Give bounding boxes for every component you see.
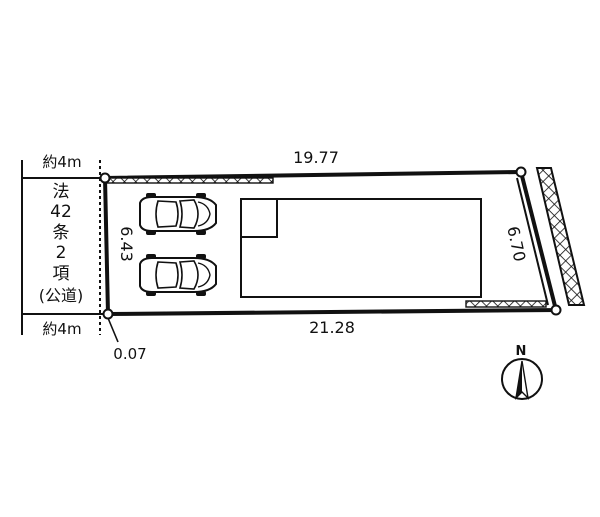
compass-north-label: N [516,344,527,359]
road-width-bottom: 約4m [42,320,81,338]
road-area [21,160,108,335]
lot-inner-right-edge [516,177,549,306]
corner-marker [102,308,114,320]
bottom-fence-strip [465,300,547,308]
road-classification-label: 法 42 条 2 項 (公道) [39,182,84,305]
road-width-top: 約4m [42,153,81,171]
svg-text:42: 42 [50,202,72,222]
svg-text:項: 項 [53,264,70,284]
building-footprint [240,198,482,298]
corner-marker [550,304,562,316]
dim-bottom: 21.28 [309,318,355,337]
neighbor-wall-hatch [535,167,586,306]
svg-text:条: 条 [53,223,70,243]
svg-text:(公道): (公道) [39,286,84,305]
building-annex [240,198,278,238]
top-fence-strip [106,177,274,184]
svg-text:法: 法 [53,182,70,202]
dim-left: 6.43 [117,226,136,262]
car-icon [139,253,217,297]
dim-top: 19.77 [293,148,339,167]
dim-setback: 0.07 [113,345,146,363]
svg-text:2: 2 [56,243,67,263]
corner-marker [515,166,527,178]
car-icon [139,192,217,236]
corner-marker [99,172,111,184]
setback-leader [107,317,119,343]
compass-icon: N [501,344,543,401]
